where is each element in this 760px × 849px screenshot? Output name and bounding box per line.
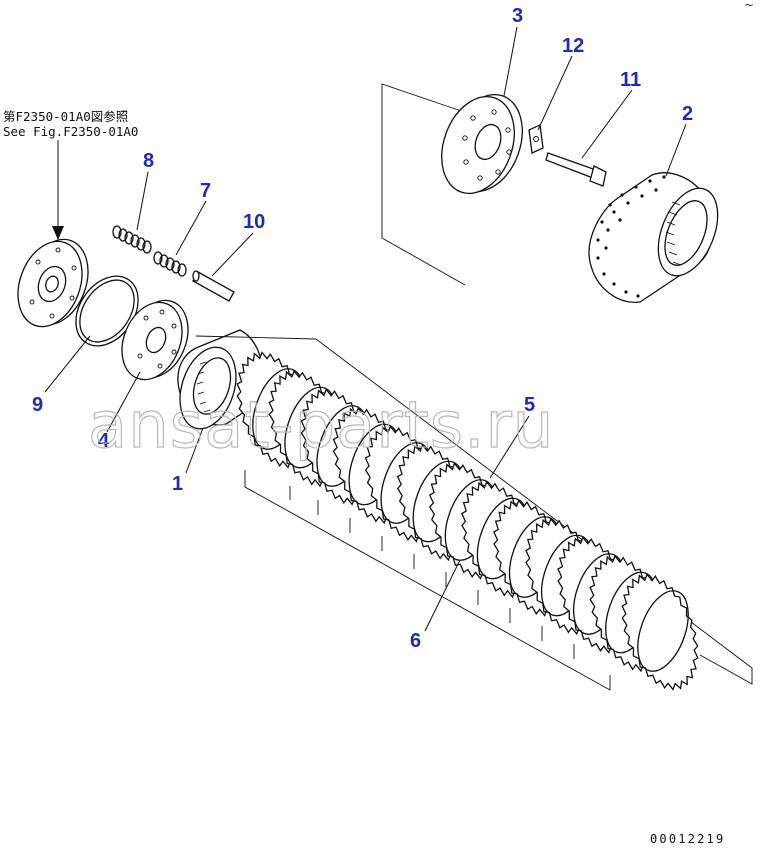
callout-3: 3	[512, 5, 523, 27]
part-4-piston	[121, 299, 189, 381]
callout-1: 1	[172, 473, 183, 495]
part-3-end-plate	[441, 93, 523, 195]
callout-7: 7	[200, 180, 211, 202]
clutch-pack-bracket	[195, 335, 753, 691]
callout-6: 6	[410, 630, 421, 652]
reference-arrow	[52, 226, 64, 240]
callout-5: 5	[524, 394, 535, 416]
document-id: 00012219	[650, 832, 725, 846]
part-2-drum	[588, 172, 719, 303]
reference-note-en: See Fig.F2350-01A0	[3, 124, 138, 139]
callout-11: 11	[620, 69, 641, 91]
corner-mark: ~	[744, 0, 754, 12]
part-11-bolt	[545, 152, 607, 187]
callout-8: 8	[143, 150, 154, 172]
callout-9: 9	[32, 394, 43, 416]
callout-4: 4	[98, 430, 110, 452]
part-10-pin	[192, 270, 235, 302]
part-7-spring	[153, 251, 187, 277]
upper-assembly-frame	[381, 83, 468, 286]
watermark: ansat-parts.ru	[88, 389, 554, 463]
leader-lines	[44, 26, 687, 632]
clutch-plate	[621, 573, 699, 691]
reference-note-jp: 第F2350-01A0図参照	[3, 109, 128, 124]
callout-10: 10	[243, 211, 265, 233]
callout-12: 12	[562, 35, 584, 57]
clutch-pack	[236, 351, 699, 691]
callout-2: 2	[682, 103, 693, 125]
part-12-pin	[528, 124, 544, 154]
clutch-plate-bore	[637, 590, 689, 672]
cover-referenced-part	[17, 238, 89, 328]
part-8-spring	[112, 225, 152, 254]
